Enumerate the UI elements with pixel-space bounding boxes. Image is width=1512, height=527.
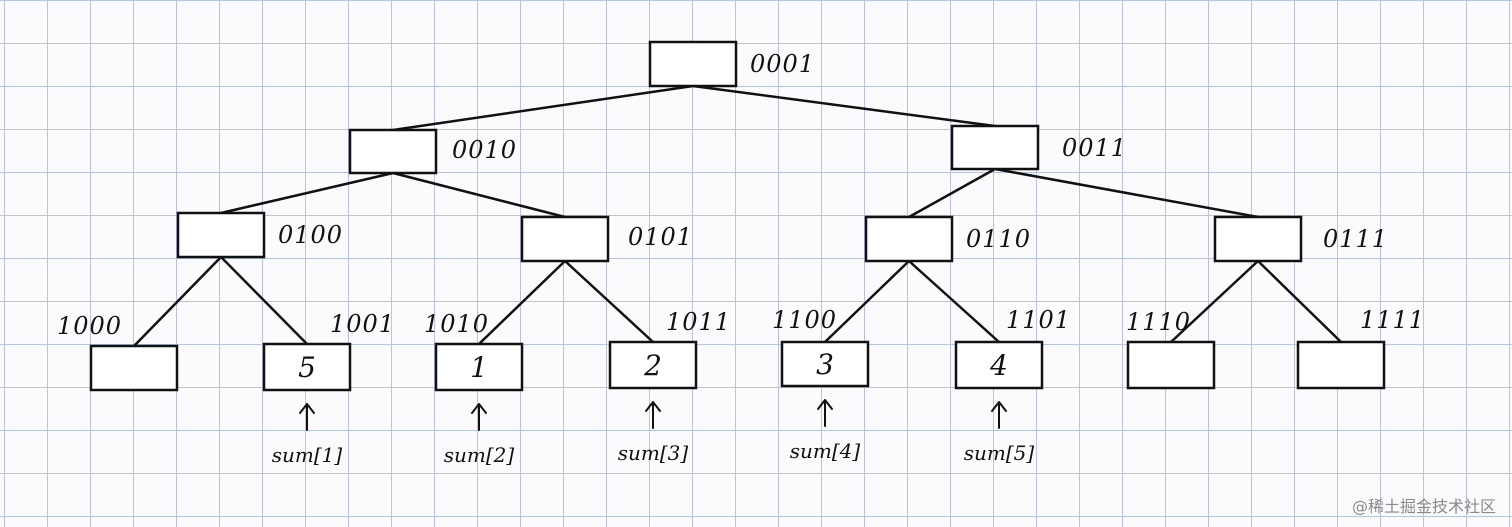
node-value-1001: 5 xyxy=(298,351,316,384)
pointer-arrow-icon xyxy=(817,399,833,427)
node-code-1101: 1101 xyxy=(1006,306,1071,334)
tree-node-0100 xyxy=(176,211,266,259)
node-code-1000: 1000 xyxy=(57,312,122,340)
node-code-1100: 1100 xyxy=(772,306,837,334)
node-value-1101: 4 xyxy=(989,349,1008,382)
edge-0101-1010 xyxy=(477,259,567,346)
node-value-1011: 2 xyxy=(643,349,662,382)
sum-label-1011: sum[3] xyxy=(618,441,689,465)
sum-label-1010: sum[2] xyxy=(444,443,515,467)
node-code-1010: 1010 xyxy=(424,310,489,338)
pointer-arrow-icon xyxy=(299,403,315,431)
node-code-1111: 1111 xyxy=(1360,306,1425,334)
node-code-1001: 1001 xyxy=(330,310,395,338)
tree-node-1111 xyxy=(1296,340,1386,390)
edge-0001-0010 xyxy=(391,84,695,132)
node-code-0001: 0001 xyxy=(750,50,815,78)
node-value-1010: 1 xyxy=(470,351,488,384)
tree-node-1001 xyxy=(262,342,352,392)
tree-node-0110 xyxy=(864,215,954,263)
tree-node-0111 xyxy=(1213,215,1303,263)
tree-node-1100 xyxy=(780,340,870,388)
edge-0101-1011 xyxy=(563,259,655,344)
node-value-1100: 3 xyxy=(816,348,834,381)
tree-node-0011 xyxy=(950,124,1040,171)
sum-label-1100: sum[4] xyxy=(790,439,861,463)
node-code-0110: 0110 xyxy=(966,225,1031,253)
pointer-arrow-icon xyxy=(991,401,1007,429)
node-code-1110: 1110 xyxy=(1126,308,1191,336)
edge-0100-1001 xyxy=(219,255,309,346)
sum-label-1001: sum[1] xyxy=(272,443,343,467)
node-code-0111: 0111 xyxy=(1323,225,1388,253)
sum-label-1101: sum[5] xyxy=(964,441,1035,465)
tree-node-0101 xyxy=(520,215,610,263)
edge-0110-1100 xyxy=(823,259,911,344)
edge-0010-0101 xyxy=(391,171,567,219)
tree-node-1110 xyxy=(1126,340,1216,390)
pointer-arrow-icon xyxy=(471,403,487,431)
tree-node-1011 xyxy=(608,340,698,390)
node-code-0100: 0100 xyxy=(278,221,343,249)
edge-0011-0111 xyxy=(993,167,1260,219)
watermark: @稀土掘金技术社区 xyxy=(1351,497,1496,516)
pointer-arrow-icon xyxy=(645,401,661,429)
edge-0110-1101 xyxy=(907,259,1001,344)
edge-0111-1111 xyxy=(1256,259,1343,344)
tree-node-1000 xyxy=(89,344,179,392)
tree-node-1101 xyxy=(954,340,1044,390)
node-code-1011: 1011 xyxy=(666,308,731,336)
node-code-0010: 0010 xyxy=(452,136,517,164)
node-code-0011: 0011 xyxy=(1062,134,1127,162)
edge-0011-0110 xyxy=(907,167,997,219)
tree-node-1010 xyxy=(434,342,524,392)
edge-0010-0100 xyxy=(219,171,395,215)
edge-0100-1000 xyxy=(132,255,223,348)
edge-0001-0011 xyxy=(691,84,997,128)
tree-node-0010 xyxy=(348,128,438,175)
tree-node-0001 xyxy=(648,40,738,88)
edge-0111-1110 xyxy=(1169,259,1260,344)
node-code-0101: 0101 xyxy=(628,223,693,251)
